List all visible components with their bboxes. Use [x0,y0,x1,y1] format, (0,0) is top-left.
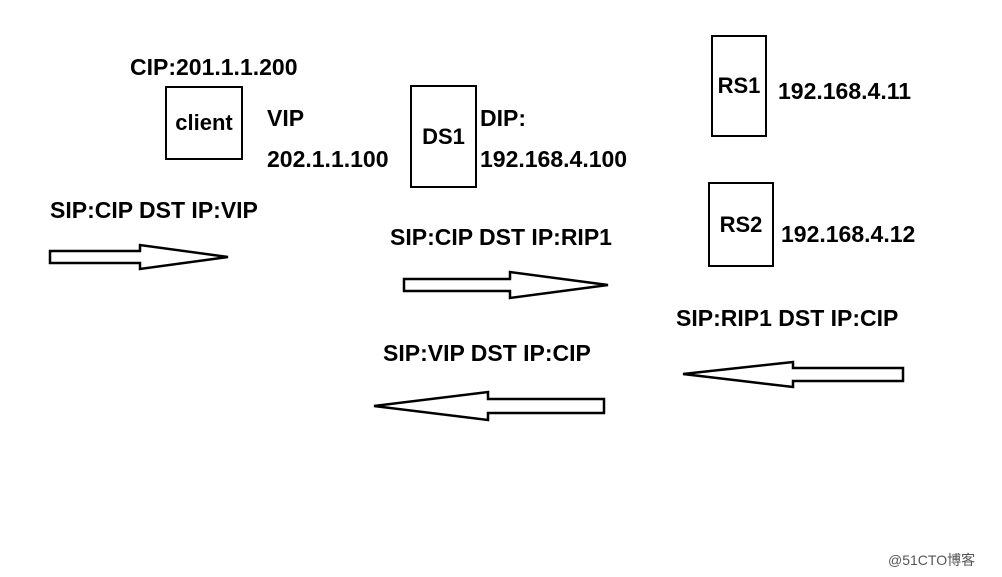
ds1-box: DS1 [410,85,477,188]
arrow-right-ds-to-rs [402,270,609,300]
vip-label: VIP [267,105,305,131]
vip-value: 202.1.1.100 [267,146,389,172]
rs2-box: RS2 [708,182,774,267]
flow-ds-reply-label: SIP:VIP DST IP:CIP [383,340,591,366]
arrow-left-ds-reply [373,390,606,422]
cip-label: CIP:201.1.1.200 [130,54,298,80]
ds1-label: DS1 [422,123,465,149]
client-box: client [165,86,243,160]
rs1-box: RS1 [711,35,767,137]
client-label: client [175,110,233,135]
rs1-ip: 192.168.4.11 [778,78,912,104]
arrow-right-client-to-ds [48,243,229,271]
rs2-ip: 192.168.4.12 [781,221,916,247]
rs1-label: RS1 [717,73,761,98]
dip-value: 192.168.4.100 [480,146,628,172]
rs2-label: RS2 [719,211,763,237]
dip-label: DIP: [480,105,526,131]
flow-rs-reply-label: SIP:RIP1 DST IP:CIP [676,305,899,331]
watermark: @51CTO博客 [888,552,976,568]
flow-ds-to-rs-label: SIP:CIP DST IP:RIP1 [390,224,612,250]
flow-client-to-ds-label: SIP:CIP DST IP:VIP [50,197,258,223]
arrow-left-rs-reply [682,360,905,389]
